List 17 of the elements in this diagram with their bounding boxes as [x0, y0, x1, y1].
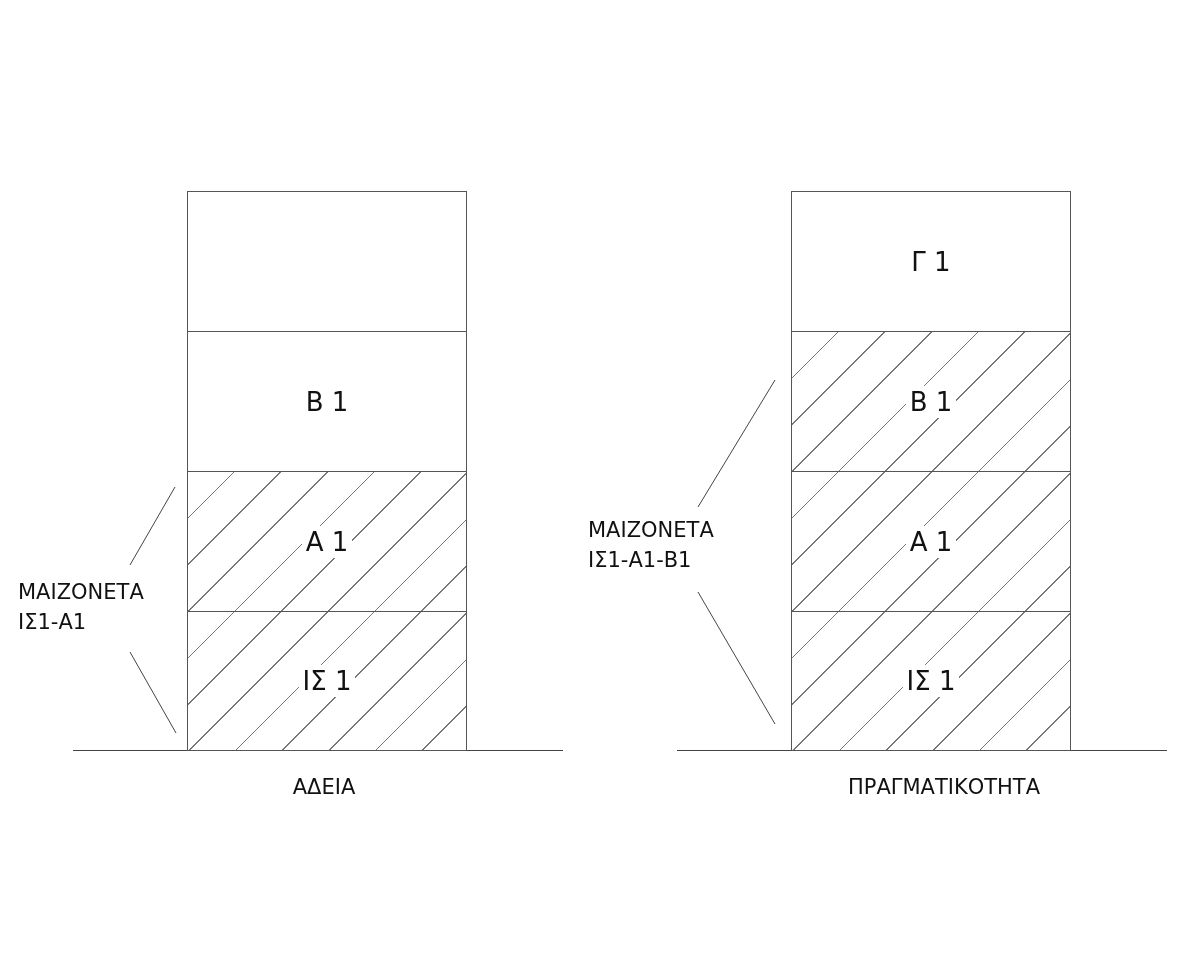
floor-box [187, 471, 467, 612]
drawing-caption: ΑΔΕΙΑ [292, 774, 356, 801]
floor-label: Α 1 [905, 525, 957, 558]
floor-box [791, 191, 1071, 332]
floor-box [791, 331, 1071, 472]
floor-label: ΙΣ 1 [298, 665, 356, 697]
floor-box [187, 611, 467, 751]
floor-box [187, 331, 467, 472]
annotation-label: ΜΑΙΖΟΝΕΤΑ ΙΣ1-Α1-Β1 [588, 517, 714, 574]
annotation-label: ΜΑΙΖΟΝΕΤΑ ΙΣ1-Α1 [18, 579, 144, 636]
floor-label: Α 1 [301, 525, 353, 558]
drawing-caption: ΠΡΑΓΜΑΤΙΚΟΤΗΤΑ [847, 774, 1041, 801]
floor-box [187, 191, 467, 332]
floor-label: ΙΣ 1 [902, 665, 960, 697]
floor-label: Β 1 [905, 385, 957, 418]
floor-box [791, 611, 1071, 751]
floor-box [791, 471, 1071, 612]
